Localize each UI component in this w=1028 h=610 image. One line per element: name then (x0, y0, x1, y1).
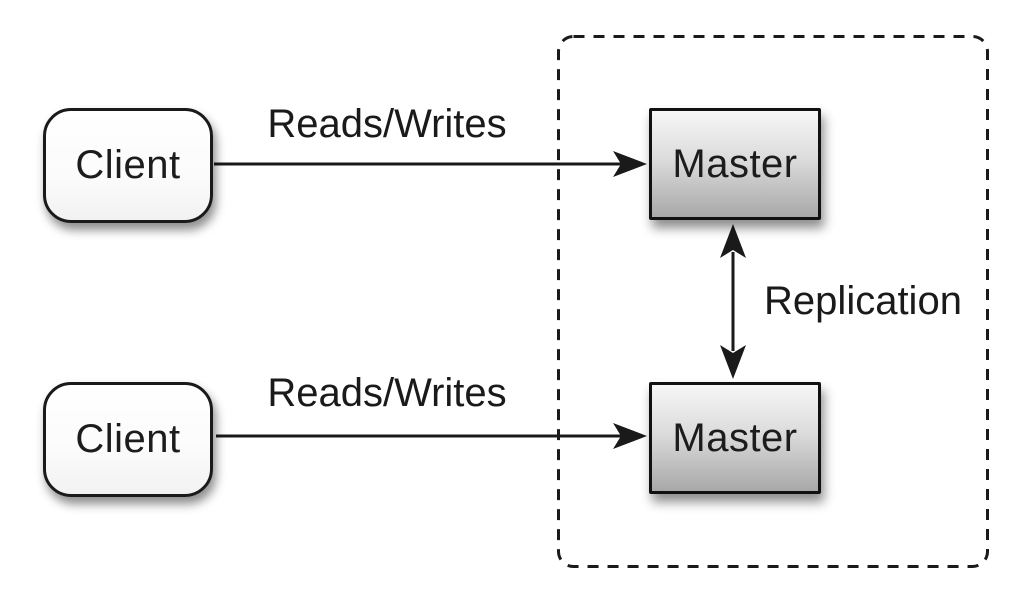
edge-label-reads-writes-bottom: Reads/Writes (267, 370, 507, 415)
arrowhead-up-icon (720, 224, 746, 258)
node-client-top: Client (43, 108, 213, 223)
node-master-top-label: Master (672, 141, 798, 186)
node-master-bottom-label: Master (672, 415, 798, 460)
edge-label-replication: Replication (764, 278, 962, 323)
node-client-bottom: Client (43, 382, 213, 497)
node-client-top-label: Client (75, 143, 181, 187)
arrowhead-right-icon (613, 423, 647, 449)
arrowhead-down-icon (720, 345, 746, 379)
arrowhead-right-icon (613, 151, 647, 177)
edge-label-reads-writes-top: Reads/Writes (267, 101, 507, 146)
node-master-bottom: Master (649, 382, 821, 494)
node-master-top: Master (649, 108, 821, 220)
node-client-bottom-label: Client (75, 417, 181, 461)
replication-group-boundary (557, 35, 989, 568)
